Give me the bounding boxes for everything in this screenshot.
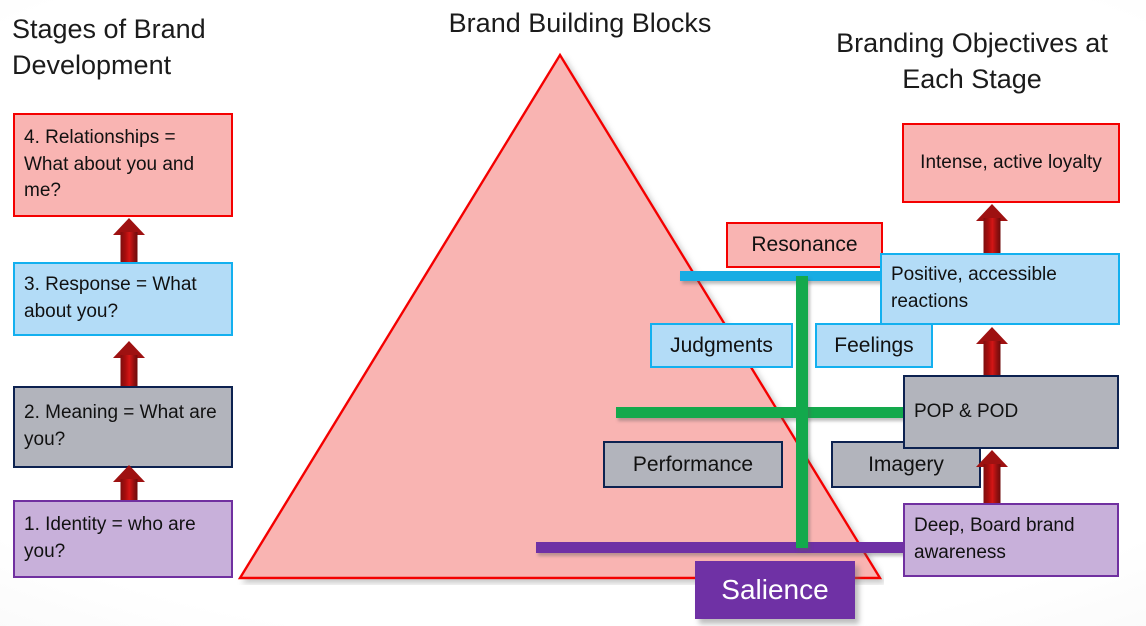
right-column-title: Branding Objectives at Each Stage bbox=[836, 28, 1108, 94]
stage-box-identity[interactable]: 1. Identity = who are you? bbox=[13, 500, 233, 578]
objective-box-loyalty[interactable]: Intense, active loyalty bbox=[902, 123, 1120, 203]
up-arrow-icon bbox=[112, 341, 146, 386]
pyramid-block-salience[interactable]: Salience bbox=[695, 561, 855, 619]
objective-box-awareness[interactable]: Deep, Board brand awareness bbox=[903, 503, 1119, 577]
stage-box-relationships[interactable]: 4. Relationships = What about you and me… bbox=[13, 113, 233, 217]
pyramid-divider-cyan bbox=[680, 271, 984, 281]
up-arrow-icon bbox=[975, 450, 1009, 504]
arrow-shaft bbox=[983, 218, 1001, 254]
arrow-shaft bbox=[983, 341, 1001, 376]
pyramid-divider-vertical bbox=[796, 276, 808, 548]
stage-box-response[interactable]: 3. Response = What about you? bbox=[13, 262, 233, 336]
objective-box-pop-pod[interactable]: POP & POD bbox=[903, 375, 1119, 449]
arrow-head bbox=[976, 327, 1008, 344]
arrow-head bbox=[976, 450, 1008, 467]
arrow-head bbox=[976, 204, 1008, 221]
pyramid-block-performance[interactable]: Performance bbox=[603, 441, 783, 488]
stage-box-meaning[interactable]: 2. Meaning = What are you? bbox=[13, 386, 233, 468]
pyramid-block-feelings[interactable]: Feelings bbox=[815, 323, 933, 368]
arrow-head bbox=[113, 465, 145, 482]
arrow-shaft bbox=[120, 232, 138, 262]
arrow-shaft bbox=[120, 355, 138, 386]
diagram-title: Brand Building Blocks bbox=[448, 8, 712, 38]
up-arrow-icon bbox=[975, 327, 1009, 376]
arrow-shaft bbox=[120, 479, 138, 501]
arrow-head bbox=[113, 218, 145, 235]
up-arrow-icon bbox=[975, 204, 1009, 254]
objective-box-reactions[interactable]: Positive, accessible reactions bbox=[880, 253, 1120, 325]
arrow-head bbox=[113, 341, 145, 358]
pyramid-block-resonance[interactable]: Resonance bbox=[726, 222, 883, 268]
arrow-shaft bbox=[983, 464, 1001, 504]
pyramid-shape-icon bbox=[237, 52, 883, 580]
pyramid-block-judgments[interactable]: Judgments bbox=[650, 323, 793, 368]
up-arrow-icon bbox=[112, 465, 146, 501]
left-column-title: Stages of Brand Development bbox=[12, 14, 206, 80]
brand-resonance-pyramid: Resonance Judgments Feelings Performance… bbox=[236, 50, 1077, 619]
up-arrow-icon bbox=[112, 218, 146, 262]
